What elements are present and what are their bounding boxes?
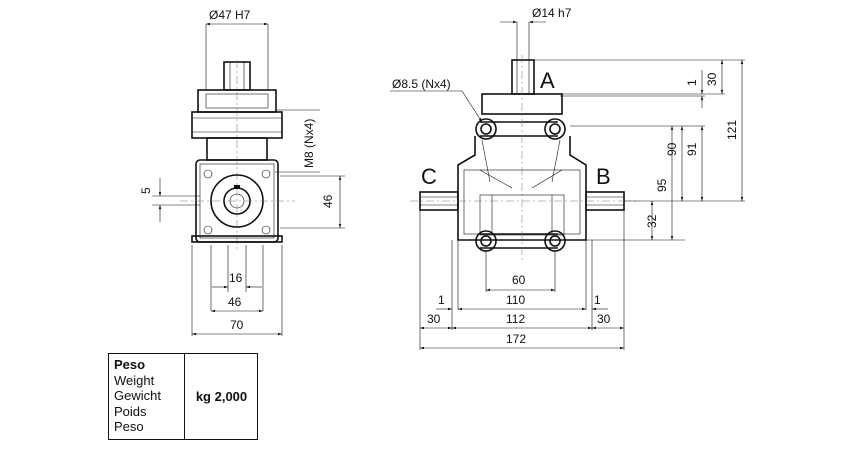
front-dim-121: 121	[725, 120, 739, 140]
front-hole-dim: Ø8.5 (Nx4)	[392, 77, 451, 91]
front-dim-30-top: 30	[705, 72, 719, 86]
front-view: A B C Ø14 h7 Ø8.5 (Nx4) 1 30 90 91 121 9	[390, 6, 745, 350]
front-dim-32: 32	[645, 214, 659, 228]
weight-label-poids: Poids	[114, 403, 147, 419]
weight-label-weight: Weight	[114, 372, 155, 388]
side-dim-5: 5	[139, 187, 153, 194]
front-dim-1-top: 1	[685, 79, 699, 86]
label-a: A	[540, 68, 555, 93]
front-dim-110: 110	[506, 293, 525, 307]
side-dim-70: 70	[230, 318, 244, 332]
weight-label-peso: Peso	[114, 357, 146, 372]
side-bore-dim: Ø47 H7	[209, 8, 251, 22]
weight-labels: Peso Weight Gewicht Poids Peso	[109, 354, 185, 439]
front-shaft-dim: Ø14 h7	[532, 6, 572, 20]
side-view: Ø47 H7 M8 (Nx4) 5 46 16 46 70	[139, 8, 345, 336]
side-dim-46-v: 46	[321, 194, 335, 208]
front-dim-1-right: 1	[594, 293, 601, 307]
front-dim-1-left: 1	[438, 293, 445, 307]
side-dim-46-h: 46	[228, 295, 242, 309]
weight-label-gewicht: Gewicht	[114, 388, 161, 404]
label-c: C	[421, 164, 437, 189]
weight-label-peso-es: Peso	[114, 419, 144, 435]
front-dim-112: 112	[506, 312, 525, 326]
front-dim-91: 91	[685, 142, 699, 156]
side-dim-16: 16	[229, 271, 243, 285]
weight-value: kg 2,000	[195, 389, 248, 404]
side-thread-dim: M8 (Nx4)	[302, 119, 316, 168]
label-b: B	[596, 164, 611, 189]
front-dim-30-left: 30	[427, 312, 441, 326]
front-dim-60: 60	[512, 273, 526, 287]
front-dim-30-right: 30	[597, 312, 611, 326]
front-dim-95: 95	[655, 178, 669, 192]
weight-table: Peso Weight Gewicht Poids Peso kg 2,000	[108, 353, 258, 440]
front-dim-172: 172	[506, 332, 526, 346]
